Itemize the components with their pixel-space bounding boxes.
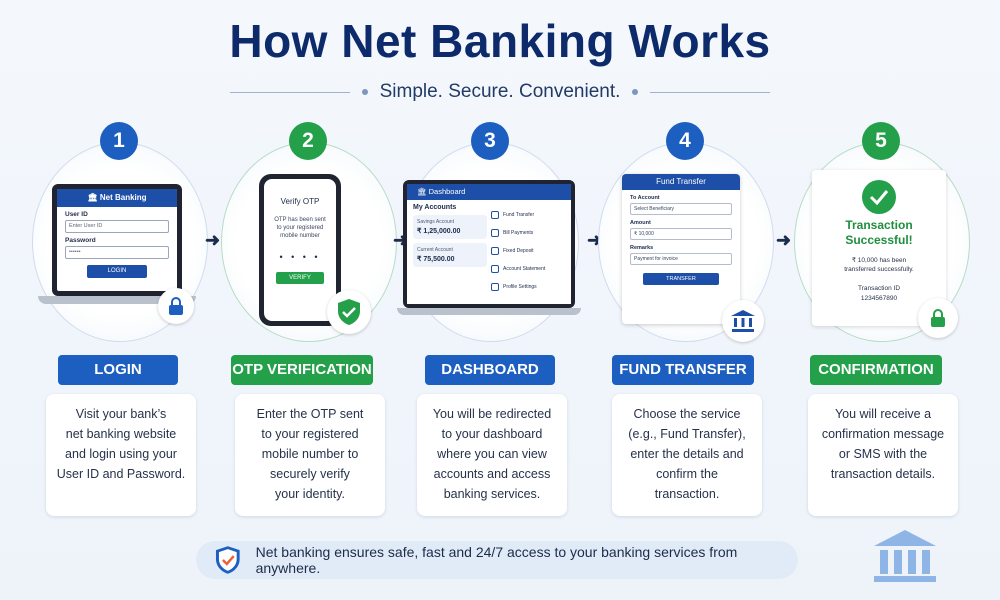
otp-text: OTP has been sent to your registered mob… [274,217,326,239]
menu-icon [491,247,499,255]
menu-icon [491,211,499,219]
success-text: ₹ 10,000 has been transferred successful… [844,257,914,273]
step-description: You will be redirected to your dashboard… [417,394,567,516]
step-number: 3 [471,122,509,160]
step-description: You will receive a confirmation message … [808,394,958,516]
success-title: Transaction Successful! [845,218,913,247]
bank-icon: 🏛 [87,193,98,202]
remarks-input: Payment for invoice [630,253,732,265]
bank-icon: 🏛 [417,187,427,196]
to-account-label: To Account [630,195,660,201]
footer-banner: Net banking ensures safe, fast and 24/7 … [196,541,798,579]
transaction-id-value: 1234567890 [860,295,898,302]
step-description: Choose the service (e.g., Fund Transfer)… [612,394,762,516]
user-id-input: Enter User ID [65,220,169,233]
accounts-heading: My Accounts [413,204,457,211]
dashboard-header: 🏛 Dashboard [407,184,571,200]
bank-badge [722,300,764,342]
password-label: Password [65,237,96,244]
shield-check-icon [338,299,360,325]
laptop-illustration: 🏛 Net Banking User ID Enter User ID Pass… [52,184,182,296]
step-description: Visit your bank’s net banking website an… [46,394,196,516]
page-subtitle: Simple. Secure. Convenient. [379,81,621,102]
step-otp: 2 Verify OTP OTP has been sent to your r… [219,122,399,522]
arrow-right-icon: ➜ [205,230,221,250]
step-number: 4 [666,122,704,160]
to-account-select: Select Beneficiary [630,203,732,215]
lock-badge [158,288,194,324]
lock-badge [918,298,958,338]
step-label: DASHBOARD [425,355,555,385]
transaction-id-label: Transaction ID [857,285,901,292]
menu-item: Fund Transfer [491,206,571,224]
arrow-right-icon: ➜ [776,230,792,250]
amount-input: ₹ 10,000 [630,228,732,240]
divider-dot-left [361,89,368,95]
shield-badge [327,290,371,334]
shield-check-icon [215,546,240,574]
account-card: Savings Account ₹ 1,25,000.00 [413,215,487,239]
bank-icon [731,310,755,332]
step-confirmation: 5 Transaction Successful! ₹ 10,000 has b… [792,122,972,522]
password-input: •••••• [65,246,169,259]
otp-input: • • • • [279,252,321,262]
otp-title: Verify OTP [280,197,320,206]
divider-left [229,91,350,93]
amount-label: Amount [630,220,651,226]
login-button: LOGIN [87,265,147,278]
lock-icon [169,297,183,315]
phone-illustration: Verify OTP OTP has been sent to your reg… [259,174,341,326]
step-fund-transfer: 4 Fund Transfer To Account Select Benefi… [596,122,776,522]
fund-transfer-illustration: Fund Transfer To Account Select Benefici… [622,174,740,324]
success-check [862,180,896,214]
transfer-button: TRANSFER [643,273,719,285]
account-card: Current Account ₹ 75,500.00 [413,243,487,267]
confirmation-illustration: Transaction Successful! ₹ 10,000 has bee… [812,170,946,326]
check-icon [869,190,889,205]
login-header: 🏛 Net Banking [57,189,177,207]
step-label: CONFIRMATION [810,355,942,385]
menu-item: Fixed Deposit [491,242,571,260]
laptop-base [397,308,581,315]
step-label: OTP VERIFICATION [231,355,373,385]
subtitle-row: Simple. Secure. Convenient. [0,80,1000,104]
verify-button: VERIFY [276,272,324,284]
divider-right [650,91,771,93]
step-number: 2 [289,122,327,160]
divider-dot-right [632,89,639,95]
menu-icon [491,229,499,237]
remarks-label: Remarks [630,245,654,251]
fund-transfer-header: Fund Transfer [622,174,740,190]
step-dashboard: 3 🏛 Dashboard My Accounts Savings Accoun… [397,122,581,522]
menu-item: Account Statement [491,260,571,278]
step-label: LOGIN [58,355,178,385]
step-number: 1 [100,122,138,160]
laptop-base [38,296,196,304]
dashboard-illustration: 🏛 Dashboard My Accounts Savings Account … [403,180,575,308]
step-login: 1 🏛 Net Banking User ID Enter User ID Pa… [30,122,210,522]
page-title: How Net Banking Works [229,15,771,67]
user-id-label: User ID [65,211,88,218]
menu-item: Profile Settings [491,278,571,296]
lock-icon [931,309,945,327]
step-label: FUND TRANSFER [612,355,754,385]
bank-icon [872,528,938,589]
menu-icon [491,283,499,291]
menu-icon [491,265,499,273]
step-number: 5 [862,122,900,160]
menu-item: Bill Payments [491,224,571,242]
footer-text: Net banking ensures safe, fast and 24/7 … [255,544,738,576]
step-description: Enter the OTP sent to your registered mo… [235,394,385,516]
